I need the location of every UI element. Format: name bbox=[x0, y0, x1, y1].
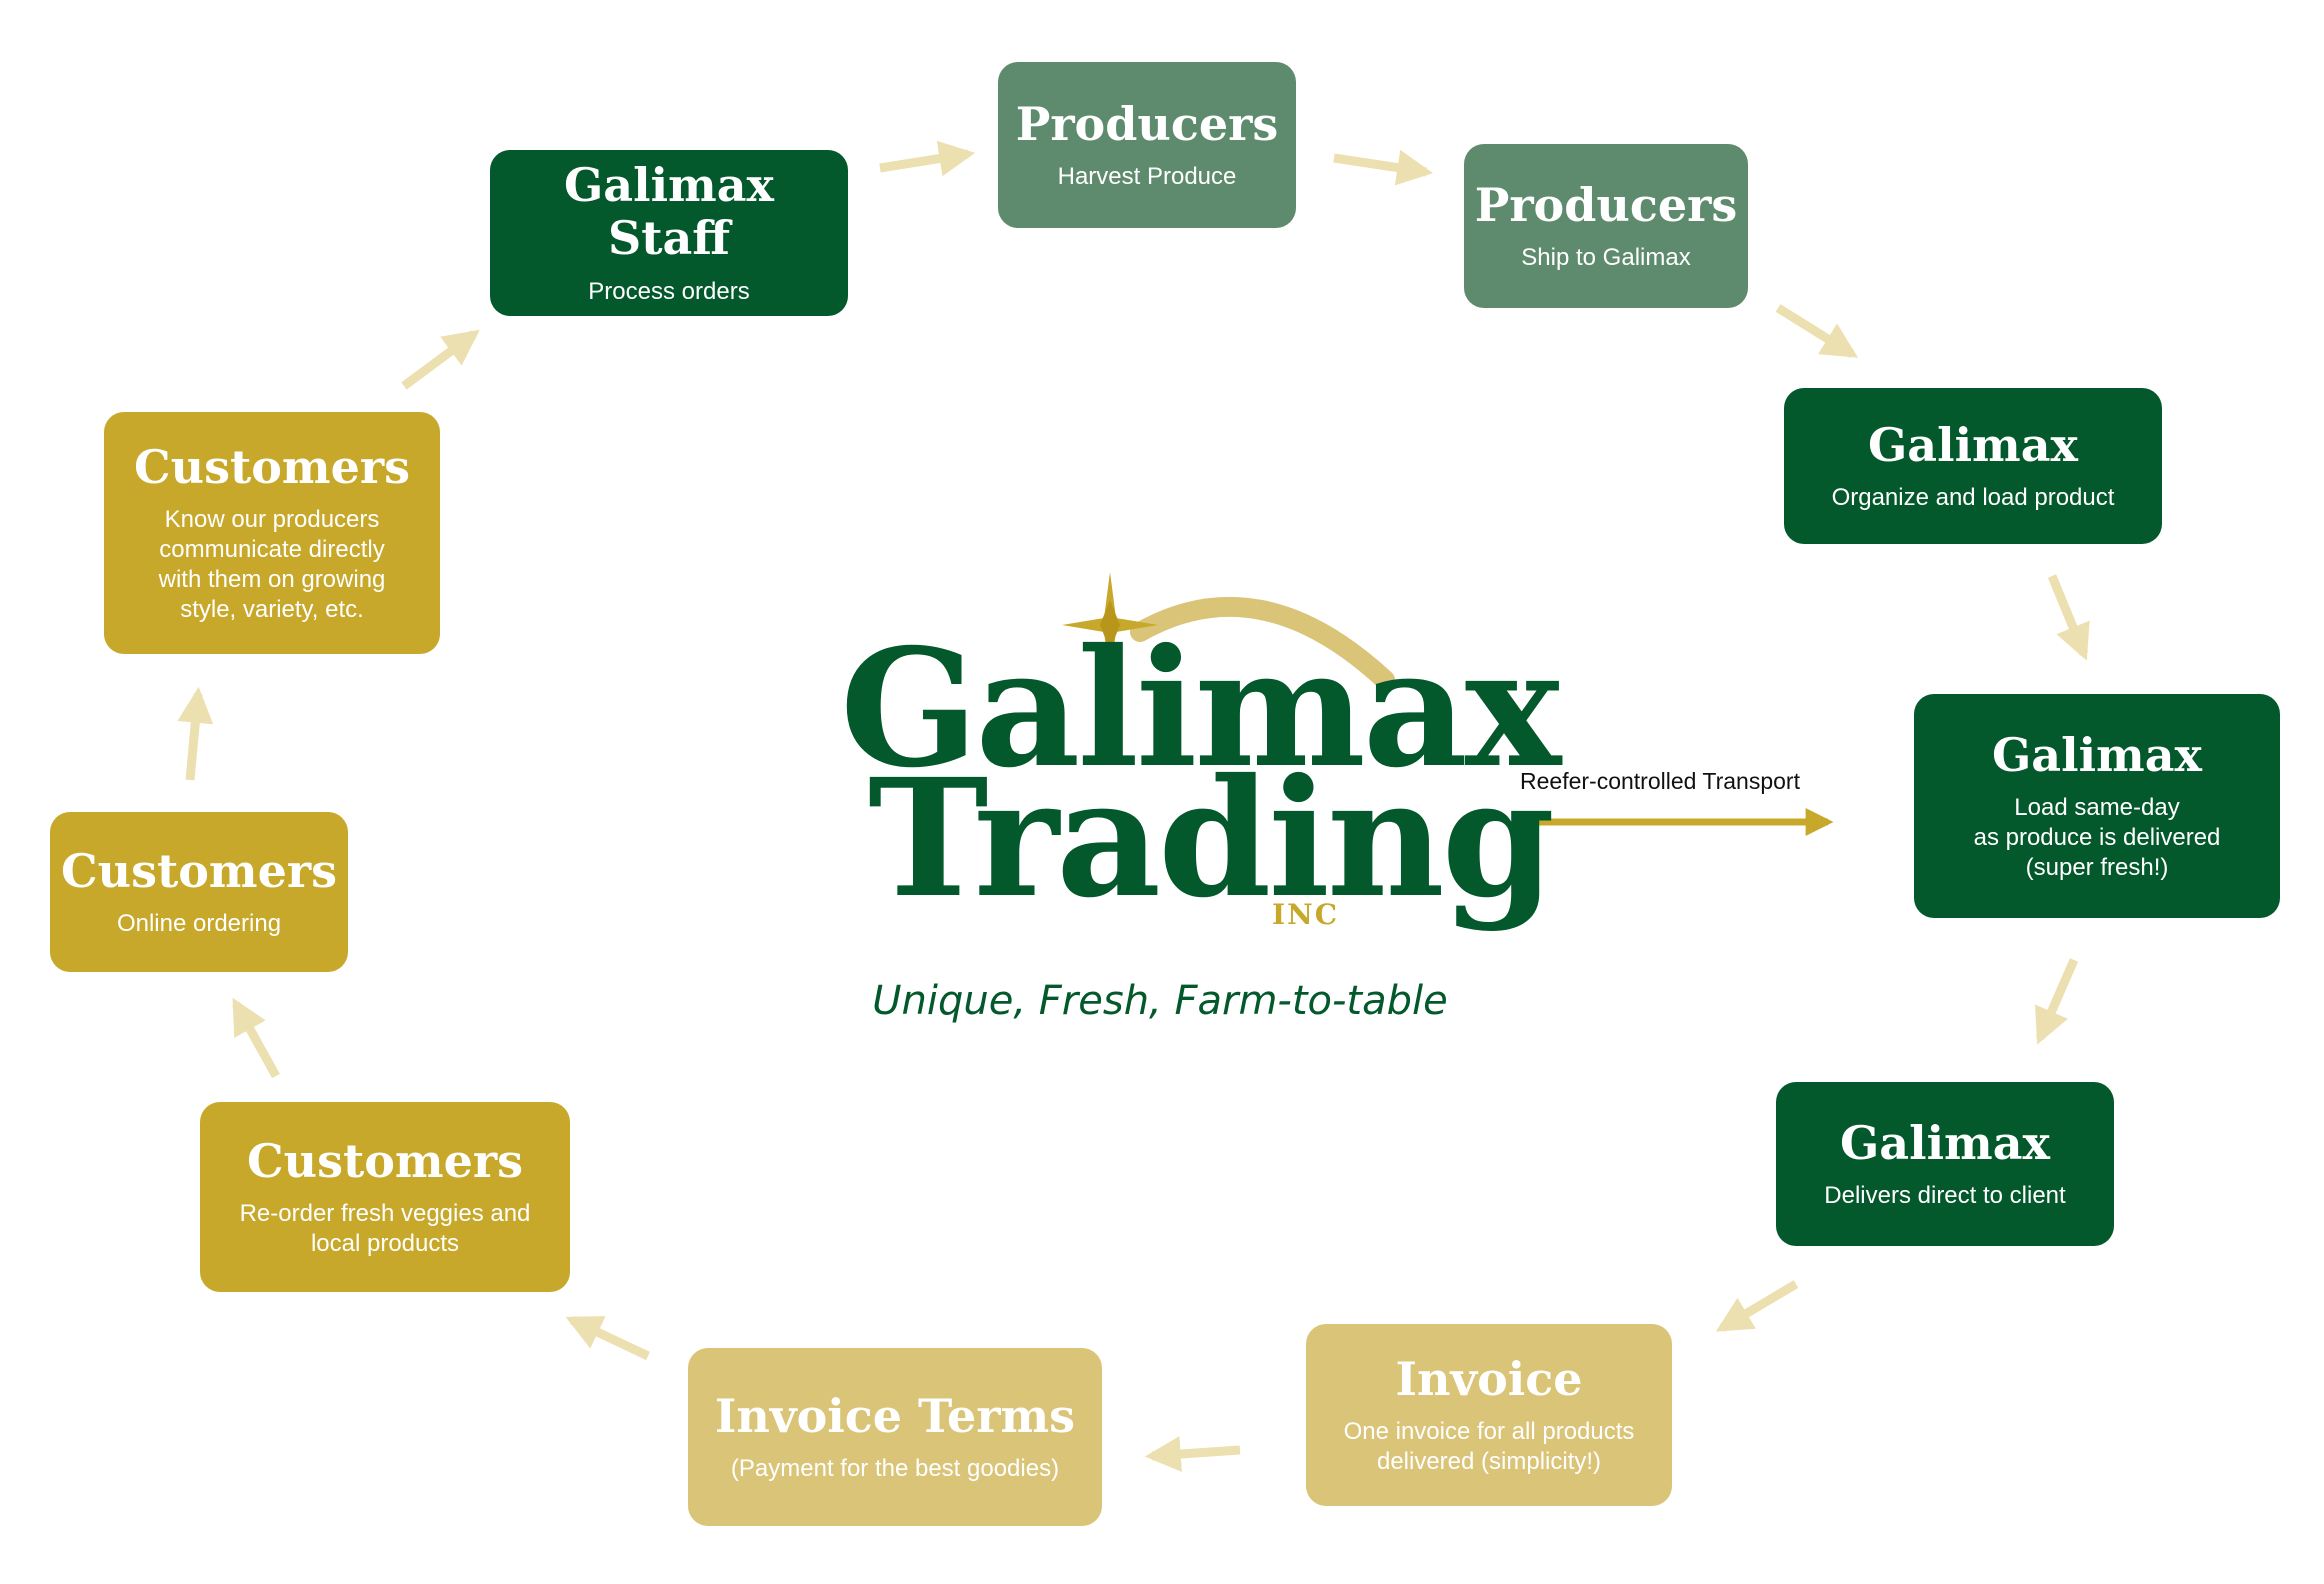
arc-icon bbox=[1130, 596, 1395, 690]
step-customers-reorder: Customers Re-order fresh veggies and loc… bbox=[200, 1102, 570, 1292]
logo-word-galimax: Galimax bbox=[840, 614, 1561, 804]
star-icon bbox=[1062, 572, 1158, 678]
flow-arrow-2 bbox=[1333, 149, 1434, 186]
flow-arrow-4 bbox=[2047, 574, 2090, 661]
step-description: Load same-day as produce is delivered (s… bbox=[1973, 794, 2221, 882]
step-description: Re-order fresh veggies and local product… bbox=[239, 1200, 531, 1258]
step-description: Know our producers communicate directly … bbox=[158, 506, 386, 624]
step-description: Harvest Produce bbox=[1057, 163, 1237, 191]
step-producers-harvest: Producers Harvest Produce bbox=[998, 62, 1296, 228]
step-producers-ship: Producers Ship to Galimax bbox=[1464, 144, 1748, 308]
flow-arrow-7 bbox=[1144, 1436, 1241, 1472]
step-description: One invoice for all products delivered (… bbox=[1343, 1418, 1635, 1476]
step-description: (Payment for the best goodies) bbox=[730, 1455, 1060, 1483]
step-galimax-organize: Galimax Organize and load product bbox=[1784, 388, 2162, 544]
step-customers-know-producers: Customers Know our producers communicate… bbox=[104, 412, 440, 654]
step-galimax-deliver: Galimax Delivers direct to client bbox=[1776, 1082, 2114, 1246]
step-title: Producers bbox=[1015, 96, 1279, 151]
flow-arrow-10 bbox=[177, 686, 214, 781]
transport-label: Reefer-controlled Transport bbox=[1520, 768, 1800, 794]
step-title: Galimax bbox=[1840, 1115, 2050, 1170]
flow-arrow-9 bbox=[232, 997, 280, 1079]
flow-arrow-5 bbox=[2035, 958, 2079, 1045]
flow-arrow-1 bbox=[879, 140, 976, 177]
flow-arrow-11 bbox=[401, 329, 480, 390]
step-description: Ship to Galimax bbox=[1521, 244, 1691, 272]
flow-arrow-8 bbox=[565, 1315, 650, 1361]
step-title: Customers bbox=[61, 843, 337, 898]
step-title: Customers bbox=[134, 439, 410, 494]
galimax-trading-logo: Galimax Trading INC bbox=[840, 570, 1561, 970]
tagline: Unique, Fresh, Farm-to-table bbox=[872, 978, 1448, 1024]
logo-inc: INC bbox=[1272, 898, 1339, 931]
step-description: Delivers direct to client bbox=[1824, 1182, 2066, 1210]
step-description: Online ordering bbox=[116, 910, 282, 938]
step-description: Process orders bbox=[588, 277, 750, 305]
flow-arrow-6 bbox=[1715, 1280, 1799, 1332]
step-customers-online: Customers Online ordering bbox=[50, 812, 348, 972]
step-title: Galimax bbox=[1992, 727, 2202, 782]
step-title: Producers bbox=[1474, 177, 1738, 232]
step-title: Galimax Staff bbox=[564, 158, 774, 265]
step-title: Invoice bbox=[1395, 1351, 1583, 1406]
flow-arrow-3 bbox=[1775, 304, 1859, 358]
step-title: Invoice Terms bbox=[714, 1388, 1076, 1443]
logo-word-trading: Trading bbox=[868, 744, 1555, 934]
step-invoice-terms: Invoice Terms (Payment for the best good… bbox=[688, 1348, 1102, 1526]
step-title: Customers bbox=[247, 1133, 523, 1188]
step-description: Organize and load product bbox=[1831, 484, 2115, 512]
step-invoice: Invoice One invoice for all products del… bbox=[1306, 1324, 1672, 1506]
step-staff-process-orders: Galimax Staff Process orders bbox=[490, 150, 848, 316]
step-galimax-load: Galimax Load same-day as produce is deli… bbox=[1914, 694, 2280, 918]
step-title: Galimax bbox=[1868, 417, 2078, 472]
